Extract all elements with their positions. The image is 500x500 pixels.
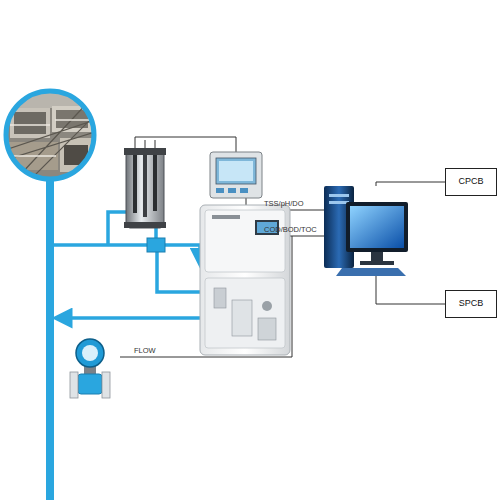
sample-lines — [108, 212, 126, 245]
flow-meter — [76, 339, 104, 367]
signal-label: TSS/pH/DO — [264, 200, 304, 208]
controller-unit — [216, 158, 256, 184]
junction-block — [147, 238, 165, 252]
flow-meter — [70, 372, 78, 398]
analyzer-cabinet — [212, 215, 240, 219]
controller-unit — [219, 161, 253, 181]
agency-box: CPCB — [445, 168, 497, 196]
agency-name: CPCB — [458, 177, 483, 187]
analyzer-cabinet — [205, 278, 285, 348]
effluent-pipe — [46, 178, 54, 500]
analyzer-cabinet — [258, 318, 276, 340]
analyzer-cabinet — [262, 301, 272, 311]
sample-lines — [54, 212, 205, 318]
controller-unit — [228, 188, 236, 193]
sample-lines — [165, 245, 200, 258]
plant-photo — [5, 90, 95, 180]
analyzer-cabinet — [205, 210, 285, 272]
computer-workstation — [324, 186, 408, 276]
plant-photo — [6, 91, 94, 179]
sensor-assembly — [124, 148, 166, 228]
sample-lines — [154, 228, 158, 238]
plant-photo — [14, 112, 46, 134]
controller-unit — [216, 188, 224, 193]
computer-workstation — [346, 202, 408, 252]
analyzer-cabinet — [232, 300, 252, 336]
sample-lines — [157, 252, 200, 292]
signal-wires — [120, 137, 445, 357]
sensor-assembly — [143, 155, 147, 217]
controller-unit — [240, 188, 248, 193]
signal-label: COD/BOD/TOC — [264, 226, 317, 234]
flow-meter — [70, 339, 110, 398]
computer-workstation — [360, 261, 394, 265]
computer-workstation — [350, 206, 404, 248]
flow-meter — [78, 374, 102, 394]
sensor-assembly — [153, 155, 157, 211]
computer-workstation — [329, 201, 349, 204]
computer-workstation — [329, 194, 349, 197]
signal-label: FLOW — [134, 347, 156, 355]
agency-name: SPCB — [459, 299, 484, 309]
signal-wires — [376, 182, 445, 186]
junction-block — [147, 238, 165, 252]
sample-lines — [62, 316, 205, 320]
sample-lines — [54, 243, 148, 247]
sensor-assembly — [124, 148, 166, 155]
flow-meter — [82, 345, 98, 361]
computer-workstation — [371, 252, 383, 262]
sensor-assembly — [124, 222, 166, 228]
analyzer-cabinet — [214, 288, 226, 308]
effluent-pipe — [46, 178, 54, 500]
flow-meter — [102, 372, 110, 398]
sensor-assembly — [126, 150, 164, 228]
controller-unit — [210, 152, 262, 198]
plant-photo — [10, 108, 50, 138]
signal-wires — [376, 272, 445, 304]
plant-photo — [5, 90, 95, 180]
agency-box: SPCB — [445, 290, 497, 318]
controller-unit — [210, 152, 262, 198]
sensor-assembly — [133, 155, 137, 213]
computer-workstation — [336, 268, 406, 276]
plant-photo — [5, 90, 95, 180]
